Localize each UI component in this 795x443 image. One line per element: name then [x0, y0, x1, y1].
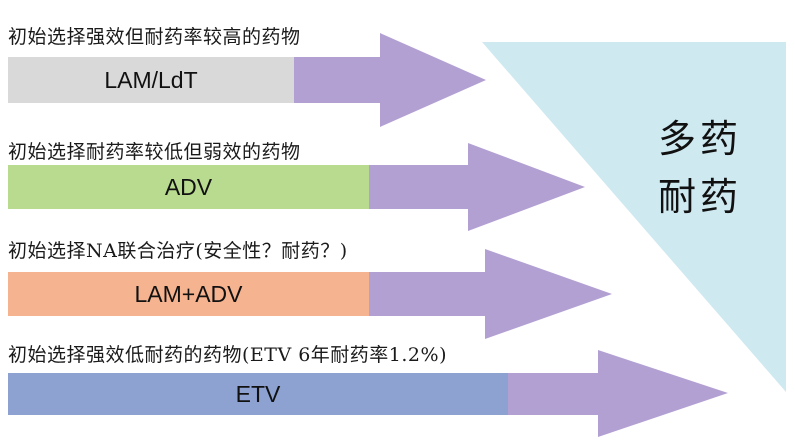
arrow-2	[368, 143, 585, 231]
bar-3	[8, 272, 369, 316]
multidrug-resistance-triangle	[482, 42, 786, 392]
row-4-caption: 初始选择强效低耐药的药物(ETV 6年耐药率1.2%)	[8, 344, 447, 366]
row-2-bar-label: ADV	[164, 174, 213, 200]
arrow-1	[293, 33, 486, 127]
row-3-caption: 初始选择NA联合治疗(安全性？耐药？)	[8, 240, 348, 262]
row-1-caption: 初始选择强效但耐药率较高的药物	[8, 26, 301, 48]
triangle-text-line1: 多药	[657, 117, 742, 161]
row-2-caption: 初始选择耐药率较低但弱效的药物	[8, 141, 301, 163]
arrow-3	[368, 249, 612, 339]
bar-1	[8, 57, 294, 103]
row-4-bar-label: ETV	[235, 381, 281, 407]
bar-2	[8, 165, 369, 209]
bar-4	[8, 373, 508, 415]
row-3-bar-label: LAM+ADV	[134, 281, 243, 307]
row-1-bar-label: LAM/LdT	[104, 67, 198, 93]
arrow-4	[507, 350, 728, 437]
triangle-text-line2: 耐药	[657, 175, 742, 219]
